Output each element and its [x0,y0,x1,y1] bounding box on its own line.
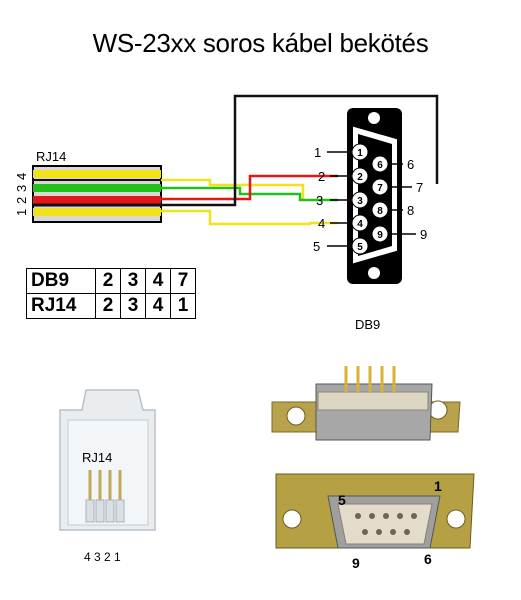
db9-pin-label-6: 6 [407,157,414,172]
table-cell: 1 [170,293,196,319]
table-cell: 2 [95,293,121,319]
rj14-diagram-label: RJ14 [36,149,66,164]
wire-yellow-2 [33,208,161,216]
db9-pin-label-3: 3 [316,193,323,208]
table-row: DB9 2 3 4 7 [26,268,196,294]
db9-pin-inner-1: 1 [357,148,363,159]
table-cell: 7 [170,268,196,294]
wires [161,94,439,226]
table-cell: 4 [145,268,171,294]
page-title: WS-23xx soros kábel bekötés [92,28,429,58]
rj14-photo: RJ14 4 3 2 1 [59,389,156,564]
rj14-pin-3: 3 [14,185,29,192]
db9-pin-label-9: 9 [420,227,427,242]
db9-pin-label-4: 4 [318,216,325,231]
db9-female-photo: 5 1 9 6 [275,473,475,571]
db9-pin-inner-4: 4 [357,219,363,230]
db9-pin-label-7: 7 [416,180,423,195]
db9-pin-label-5: 5 [313,239,320,254]
pin-mapping-table: DB9 2 3 4 7 RJ14 2 3 4 1 [26,268,196,319]
db9-photo-pin-5: 5 [338,492,346,508]
wire-red [33,196,161,204]
rj14-photo-label: RJ14 [82,450,112,465]
rj14-pin-2: 2 [14,197,29,204]
rj14-side-pins: 4 3 2 1 [14,173,29,216]
table-row-header: RJ14 [26,293,96,319]
wire-green [33,184,161,192]
table-cell: 4 [145,293,171,319]
db9-photo-pin-1: 1 [434,478,442,494]
table-row: RJ14 2 3 4 1 [26,293,196,319]
db9-photo-pin-6: 6 [424,551,432,567]
db9-pin-inner-5: 5 [357,242,363,253]
db9-pin-label-2: 2 [318,169,325,184]
table-cell: 3 [120,293,146,319]
db9-pin-inner-2: 2 [357,172,363,183]
db9-pin-label-1: 1 [314,145,321,160]
rj14-pin-1: 1 [14,209,29,216]
table-cell: 2 [95,268,121,294]
db9-connector-diagram: 1 2 3 4 5 6 7 8 9 1 2 3 4 5 6 7 8 9 [313,108,427,284]
db9-pin-label-8: 8 [407,203,414,218]
db9-pin-inner-9: 9 [377,230,383,241]
db9-male-photo [271,366,461,441]
db9-pin-inner-8: 8 [377,206,383,217]
rj14-photo-pins: 4 3 2 1 [84,550,121,564]
rj14-connector-diagram [32,165,162,223]
wire-yellow-1 [33,170,161,178]
db9-photo-pin-9: 9 [352,555,360,571]
table-cell: 3 [120,268,146,294]
table-row-header: DB9 [26,268,96,294]
rj14-pin-4: 4 [14,173,29,180]
db9-pin-inner-6: 6 [377,160,383,171]
db9-pin-inner-7: 7 [377,183,383,194]
db9-pin-inner-3: 3 [357,196,363,207]
db9-diagram-label: DB9 [355,317,380,332]
